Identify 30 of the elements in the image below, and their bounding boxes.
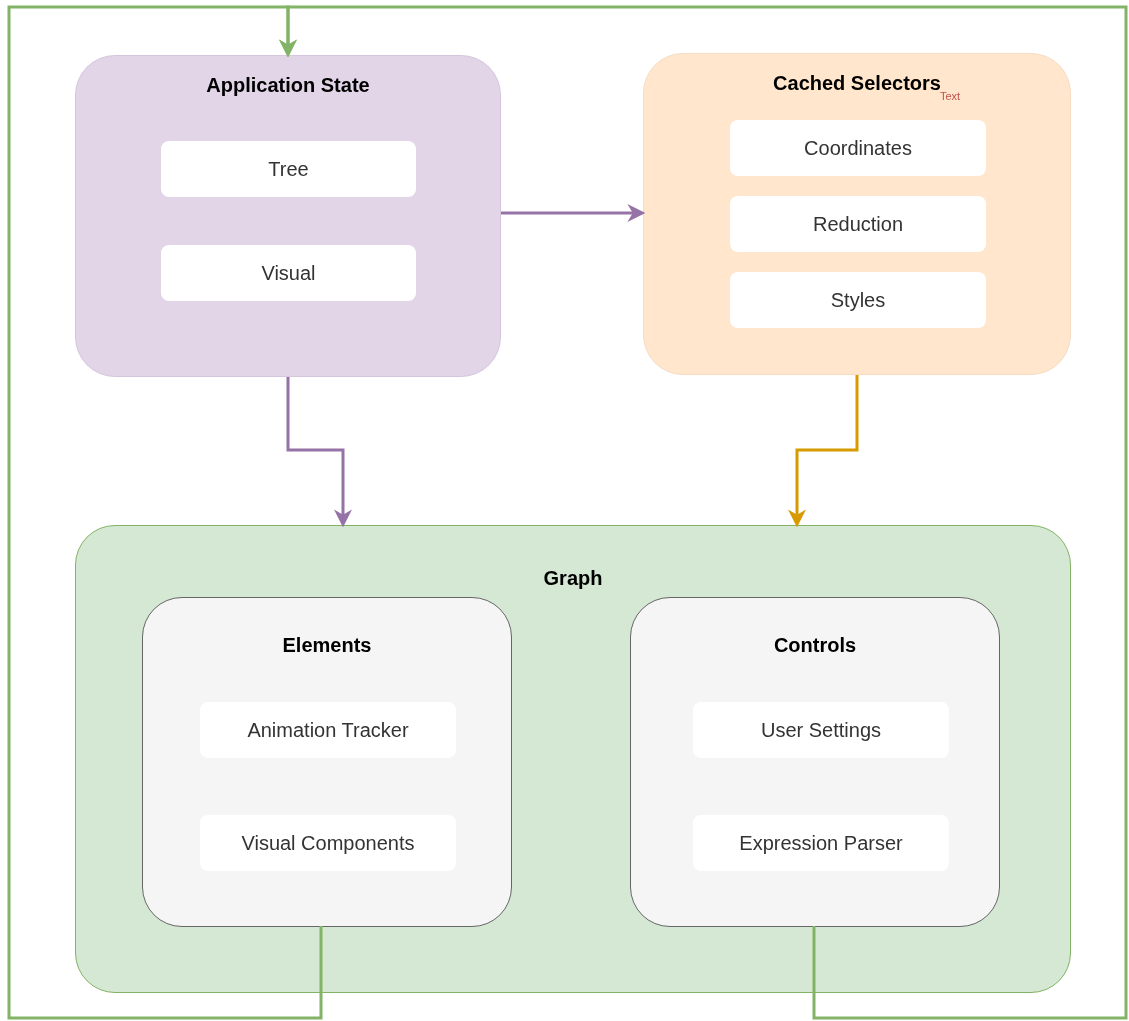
item-label: Animation Tracker [247, 718, 409, 742]
item-label: User Settings [760, 718, 882, 742]
group-heading: Controls [772, 634, 858, 657]
group-panel [142, 597, 512, 927]
item-box [730, 120, 986, 176]
group-heading: Cached Selectors [772, 72, 941, 94]
item-label: Coordinates [804, 136, 912, 160]
item-label: Styles [830, 288, 886, 312]
item-label: Tree [268, 157, 309, 181]
placeholder-text: Text [940, 90, 961, 102]
item-box [161, 245, 416, 301]
arrow [286, 377, 352, 528]
item-box [730, 196, 986, 252]
group-heading: Graph [542, 567, 604, 590]
group-heading: Application State [205, 74, 371, 97]
item-label: Visual Components [241, 831, 415, 855]
group-panel [75, 55, 501, 377]
item-box [161, 141, 416, 197]
item-label: Expression Parser [739, 831, 903, 855]
group-panel [643, 53, 1071, 375]
arrow [788, 375, 859, 528]
item-label: Reduction [812, 212, 904, 236]
arrow [279, 5, 1128, 1020]
item-box [730, 272, 986, 328]
group-panel [630, 597, 1000, 927]
arrow [501, 204, 646, 222]
container-panel [75, 525, 1071, 993]
group-heading: Elements [281, 634, 373, 657]
item-label: Visual [261, 261, 316, 285]
arrow [7, 5, 323, 1020]
